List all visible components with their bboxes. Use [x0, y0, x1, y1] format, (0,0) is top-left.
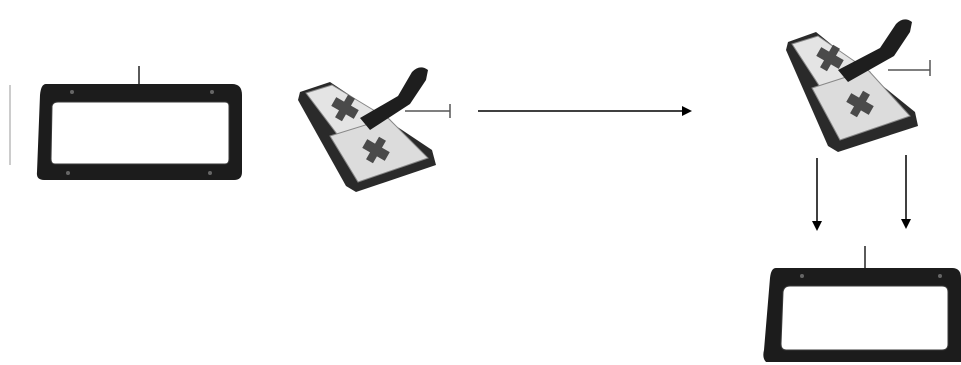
tray-right-handle: [838, 19, 912, 82]
frame-left-rivet: [70, 90, 74, 94]
frame-left-rivet: [210, 90, 214, 94]
tray-left: [298, 67, 450, 192]
frame-bottom-opening: [781, 286, 948, 350]
frame-left: [37, 66, 242, 180]
frame-bottom-rivet: [800, 274, 804, 278]
tray-left-handle: [360, 67, 428, 130]
frame-left-opening: [51, 102, 229, 164]
frame-bottom: [763, 246, 961, 362]
tray-right: [786, 19, 930, 152]
frame-left-rivet: [66, 171, 70, 175]
frame-bottom-rivet: [938, 274, 942, 278]
frame-left-rivet: [208, 171, 212, 175]
